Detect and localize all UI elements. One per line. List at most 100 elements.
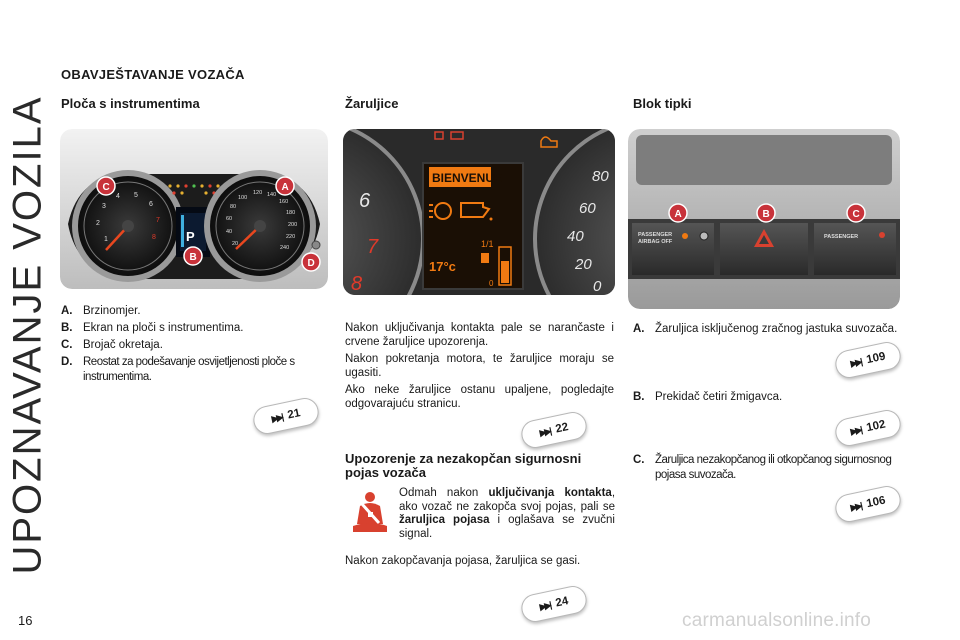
page-number: 16 — [18, 613, 33, 628]
badge-b: B — [756, 203, 776, 223]
speed-number-80: 80 — [230, 204, 236, 210]
fast-forward-icon: ▶▶| — [270, 411, 283, 424]
svg-text:D: D — [308, 258, 315, 269]
instrument-panel-title: Ploča s instrumentima — [61, 96, 200, 111]
tachometer-gauge: 1 2 3 4 5 6 7 8 — [72, 170, 184, 282]
badge-a: A — [668, 203, 688, 223]
tach-number-7: 7 — [367, 236, 379, 258]
seatbelt-paragraph-2: Nakon zakopčavanja pojasa, žaruljica se … — [345, 555, 581, 567]
warning-lights-paragraph-3: Ako neke žaruljice ostanu upaljene, pogl… — [345, 384, 614, 410]
speed-number-240: 240 — [280, 245, 289, 251]
svg-text:A: A — [675, 209, 682, 220]
speed-number-200: 200 — [288, 222, 297, 228]
speed-number-20: 20 — [232, 241, 238, 247]
page-ref-link-109[interactable]: ▶▶| 109 — [832, 339, 904, 381]
legend-key: C. — [61, 339, 73, 351]
tach-number-4: 4 — [116, 193, 120, 200]
page-ref-link-22[interactable]: ▶▶| 22 — [518, 409, 590, 451]
badge-d: D — [301, 252, 321, 272]
legend-key: B. — [633, 391, 645, 403]
warning-lights-image: 6 7 8 80 60 40 20 0 BIENVENUE 1/1 17°c — [343, 129, 615, 295]
section-main-title: OBAVJEŠTAVANJE VOZAČA — [61, 67, 245, 82]
fast-forward-icon: ▶▶| — [538, 425, 551, 438]
page-ref-number: 102 — [865, 418, 887, 435]
page-ref-link-102[interactable]: ▶▶| 102 — [832, 407, 904, 449]
button-block-item-b: B. Prekidač četiri žmigavca. — [633, 390, 901, 407]
passenger-seatbelt-label: PASSENGER — [824, 234, 858, 240]
page-ref-number: 106 — [865, 494, 887, 511]
legend-text: Reostat za podešavanje osvijetljenosti p… — [83, 356, 295, 383]
speed-number-180: 180 — [286, 210, 295, 216]
seatbelt-text-bold: uključivanja kontakta — [488, 487, 612, 499]
legend-key: C. — [633, 454, 645, 466]
side-chapter-title: UPOZNAVANJE VOZILA — [6, 95, 50, 574]
speed-number-120: 120 — [253, 190, 262, 196]
tach-number-3: 3 — [102, 203, 106, 210]
page-ref-number: 24 — [554, 595, 570, 610]
legend-text: Žaruljica nezakopčanog ili otkopčanog si… — [655, 454, 892, 481]
speed-number-20: 20 — [574, 256, 592, 273]
legend-key: D. — [61, 356, 73, 368]
warning-lights-title: Žaruljice — [345, 96, 399, 111]
speed-number-0: 0 — [593, 278, 602, 295]
svg-text:C: C — [103, 182, 110, 193]
page-ref-link-24[interactable]: ▶▶| 24 — [518, 583, 590, 625]
badge-b: B — [183, 246, 203, 266]
screen-title: BIENVENUE — [432, 171, 502, 185]
speed-number-40: 40 — [567, 228, 584, 245]
speed-number-160: 160 — [279, 199, 288, 205]
button-block-image: PASSENGER AIRBAG OFF PASSENGER A B C — [628, 129, 900, 309]
page-ref-number: 109 — [865, 350, 887, 367]
tach-number-8: 8 — [351, 273, 362, 295]
badge-a: A — [275, 176, 295, 196]
svg-text:B: B — [763, 209, 770, 220]
warning-lights-paragraph-2: Nakon pokretanja motora, te žaruljice mo… — [345, 353, 614, 379]
speed-number-80: 80 — [592, 168, 609, 185]
gear-indicator: P — [186, 229, 195, 244]
warning-lights-text: Nakon uključivanja kontakta pale se nara… — [345, 322, 614, 415]
hazard-triangle-icon — [754, 229, 774, 247]
badge-c: C — [846, 203, 866, 223]
badge-c: C — [96, 176, 116, 196]
speedometer-gauge: 20 40 60 80 100 120 140 160 180 200 220 … — [204, 170, 316, 282]
screen-zero: 0 — [489, 279, 494, 288]
screen-temperature: 17°c — [429, 259, 456, 274]
button-block-item-c: C. Žaruljica nezakopčanog ili otkopčanog… — [633, 453, 903, 485]
tach-number-7: 7 — [156, 217, 160, 224]
tach-number-8: 8 — [152, 234, 156, 241]
speed-number-40: 40 — [226, 229, 232, 235]
seatbelt-warning-title: Upozorenje za nezakopčan sigurnosni poja… — [345, 451, 582, 480]
instrument-panel-image: 1 2 3 4 5 6 7 8 P — [60, 129, 328, 289]
seatbelt-paragraph-1: Odmah nakon uključivanja kontakta, ako v… — [399, 487, 615, 541]
legend-row: C. Žaruljica nezakopčanog ili otkopčanog… — [633, 453, 903, 483]
button-block-title: Blok tipki — [633, 96, 692, 111]
tach-number-2: 2 — [96, 220, 100, 227]
legend-key: A. — [633, 323, 645, 335]
legend-item-a: A. Brzinomjer. — [61, 304, 331, 319]
airbag-off-label: AIRBAG OFF — [638, 239, 673, 245]
legend-text: Prekidač četiri žmigavca. — [655, 391, 783, 403]
page-ref-number: 22 — [554, 421, 570, 436]
legend-row: A. Žaruljica isključenog zračnog jastuka… — [633, 322, 901, 337]
page-ref-link-106[interactable]: ▶▶| 106 — [832, 483, 904, 525]
legend-item-b: B. Ekran na ploči s instrumentima. — [61, 321, 331, 336]
brightness-rheostat-knob — [311, 240, 321, 250]
legend-key: B. — [61, 322, 73, 334]
legend-item-d: D. Reostat za podešavanje osvijetljenost… — [61, 355, 331, 385]
legend-text: Brzinomjer. — [83, 305, 141, 317]
svg-text:B: B — [190, 252, 197, 263]
top-warning-icons — [434, 131, 558, 148]
legend-key: A. — [61, 305, 73, 317]
page-ref-number: 21 — [286, 407, 302, 422]
seatbelt-text-part: , ako vozač ne zakopča svoj pojas, pali … — [399, 487, 616, 513]
warning-lights-paragraph-1: Nakon uključivanja kontakta pale se nara… — [345, 322, 614, 348]
side-chapter-title-text: UPOZNAVANJE VOZILA — [5, 95, 50, 575]
watermark-text: carmanualsonline.info — [682, 610, 872, 631]
button-block-item-a: A. Žaruljica isključenog zračnog jastuka… — [633, 322, 901, 339]
speed-number-220: 220 — [286, 234, 295, 240]
warning-light-strip — [168, 184, 220, 195]
fast-forward-icon: ▶▶| — [849, 424, 862, 437]
page-ref-link-21[interactable]: ▶▶| 21 — [250, 395, 322, 437]
fast-forward-icon: ▶▶| — [538, 599, 551, 612]
speed-number-100: 100 — [238, 195, 247, 201]
